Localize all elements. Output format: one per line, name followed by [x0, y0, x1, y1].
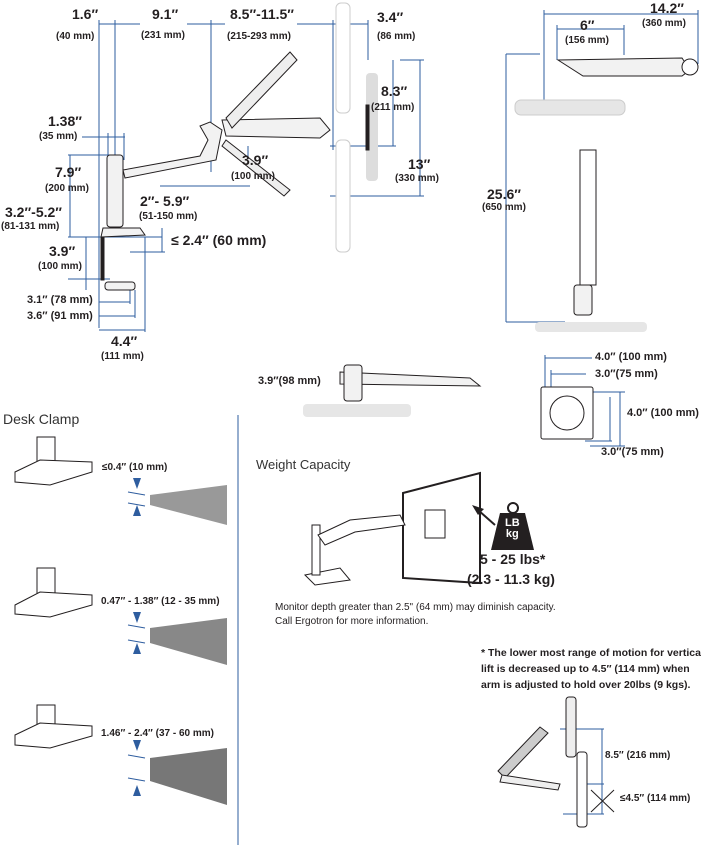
dim-total-height: 25.6″ [487, 186, 521, 202]
dim-pole-height-mm: (200 mm) [45, 183, 89, 194]
weight-icon-lb: LB [505, 517, 520, 529]
weight-icon-label: LB kg [505, 518, 520, 540]
dim-clamp-pad: 3.1″ (78 mm) [27, 294, 93, 306]
dim-upper-arm: 8.5″-11.5″ [230, 6, 295, 22]
weight-icon-kg: kg [505, 528, 519, 540]
weight-range-kg: (2.3 - 11.3 kg) [467, 571, 555, 587]
dim-vertical-lift: 8.3″ [381, 83, 408, 99]
dim-arm-height-range: 2″- 5.9″ [140, 193, 190, 209]
dim-lower-arm-mm: (231 mm) [141, 30, 185, 41]
vesa-top-inner: 3.0″(75 mm) [595, 368, 658, 380]
footnote-lift-range: 8.5″ (216 mm) [605, 750, 671, 761]
dim-tray-width-mm: (156 mm) [565, 35, 609, 46]
footnote-line-2: lift is decreased up to 4.5″ (114 mm) wh… [481, 663, 690, 675]
clamp-illustrations [14, 436, 93, 749]
clamp-range-1: ≤0.4″ (10 mm) [102, 462, 168, 473]
dim-arm-offset-mm: (100 mm) [231, 171, 275, 182]
weight-icon [472, 502, 534, 550]
footnote-line-3: arm is adjusted to hold over 20lbs (9 kg… [481, 679, 691, 691]
dim-clamp-range: 3.2″-5.2″ [5, 204, 62, 220]
dim-upper-arm-mm: (215-293 mm) [227, 31, 291, 42]
vesa-bottom-inner: 3.0″(75 mm) [601, 446, 664, 458]
footnote-line-1: * The lower most range of motion for ver… [481, 647, 701, 659]
clamp-range-2: 0.47″ - 1.38″ (12 - 35 mm) [101, 596, 220, 607]
dim-column-width-mm: (40 mm) [56, 31, 95, 42]
dim-tilt-depth-mm: (86 mm) [377, 31, 416, 42]
dim-base-width: 4.4″ [111, 333, 138, 349]
dim-tilt-depth: 3.4″ [377, 9, 404, 25]
dim-clamp-range-mm: (81-131 mm) [1, 221, 60, 232]
vesa-top-outer: 4.0″ (100 mm) [595, 351, 667, 363]
dim-clamp-foot: 3.6″ (91 mm) [27, 310, 93, 322]
dim-tray-width: 6″ [580, 17, 595, 33]
clamp-range-3: 1.46″ - 2.4″ (37 - 60 mm) [101, 728, 214, 739]
dim-pole-diameter: 1.38″ [48, 113, 82, 129]
weight-capacity-title: Weight Capacity [256, 457, 351, 472]
dim-total-height-mm: (650 mm) [482, 202, 526, 213]
dim-column-width: 1.6″ [72, 6, 99, 22]
dim-arm-offset: 3.9″ [242, 152, 269, 168]
part-outlines [14, 2, 699, 828]
dim-desk-thickness: ≤ 2.4″ (60 mm) [171, 232, 267, 248]
dim-total-width-mm: (360 mm) [642, 18, 686, 29]
dim-total-lift: 13″ [408, 156, 431, 172]
dim-lower-arm: 9.1″ [152, 6, 179, 22]
footnote-reduced-range: ≤4.5″ (114 mm) [620, 793, 691, 804]
desk-clamp-title: Desk Clamp [3, 411, 80, 427]
weight-note-2: Call Ergotron for more information. [275, 616, 429, 627]
dim-low-profile: 3.9″(98 mm) [258, 375, 321, 387]
dim-total-lift-mm: (330 mm) [395, 173, 439, 184]
weight-note-1: Monitor depth greater than 2.5" (64 mm) … [275, 602, 556, 613]
dim-pole-height: 7.9″ [55, 164, 82, 180]
dim-clamp-depth-mm: (100 mm) [38, 261, 82, 272]
dim-clamp-depth: 3.9″ [49, 243, 76, 259]
dim-pole-diameter-mm: (35 mm) [39, 131, 78, 142]
vesa-side-outer: 4.0″ (100 mm) [627, 407, 699, 419]
dim-total-width: 14.2″ [650, 0, 684, 16]
dim-base-width-mm: (111 mm) [101, 351, 144, 362]
weight-range-lbs: 5 - 25 lbs* [480, 551, 546, 567]
dim-vertical-lift-mm: (211 mm) [371, 102, 415, 113]
clamp-arrow-markers [133, 478, 141, 796]
dim-arm-height-range-mm: (51-150 mm) [139, 211, 198, 222]
